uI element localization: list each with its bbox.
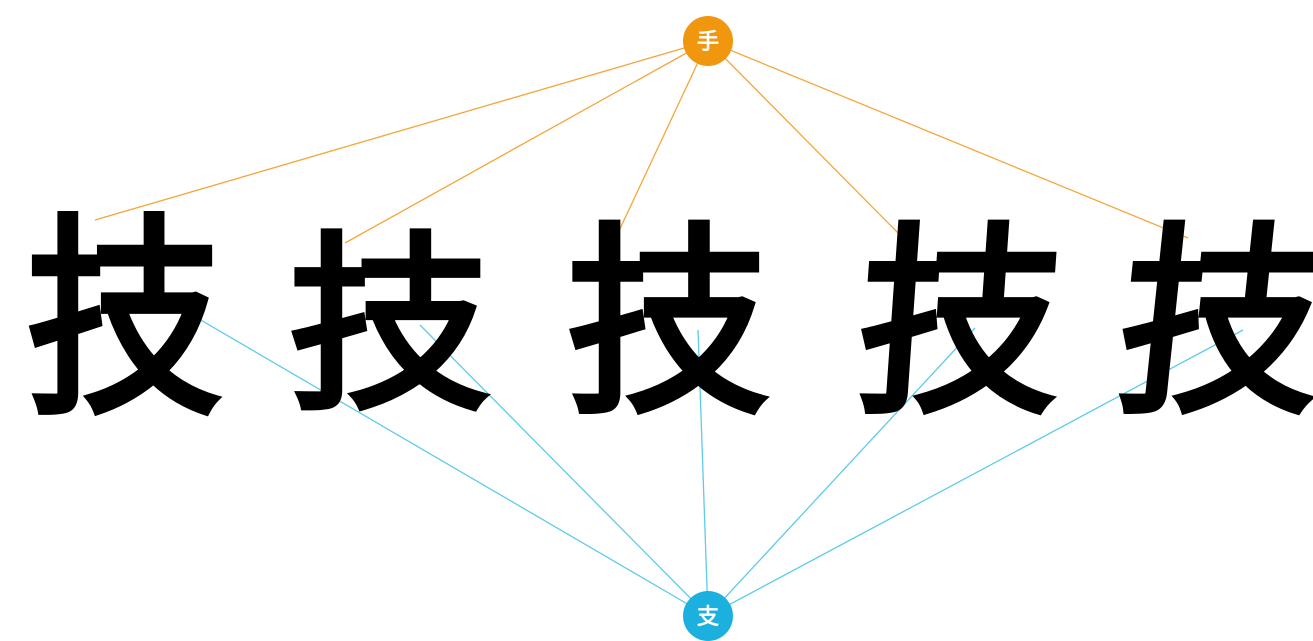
connector-top-3 xyxy=(617,40,709,234)
radical-hand-node[interactable]: 手 xyxy=(683,16,733,66)
radical-hand-label: 手 xyxy=(697,30,719,55)
component-branch-label: 支 xyxy=(697,605,720,630)
connector-bottom-3 xyxy=(697,329,709,617)
character-semi-cursive: 技 xyxy=(849,203,1071,444)
connector-bottom-1 xyxy=(174,304,709,617)
bottom-connector-lines xyxy=(174,304,1244,617)
component-branch-node[interactable]: 支 xyxy=(683,591,733,641)
connector-top-1 xyxy=(94,40,709,221)
connector-top-5 xyxy=(707,40,1189,239)
connector-top-4 xyxy=(707,40,904,239)
connector-bottom-2 xyxy=(419,324,709,617)
calligraphy-characters: 技 技 技 技 技 xyxy=(25,193,1313,446)
radical-hand-circle xyxy=(683,16,733,66)
connector-top-2 xyxy=(344,40,709,244)
character-cursive: 技 xyxy=(1107,204,1313,444)
connector-bottom-4 xyxy=(707,327,976,617)
character-regular: 技 xyxy=(566,204,771,444)
connector-bottom-5 xyxy=(707,329,1244,617)
top-connector-lines xyxy=(94,40,1189,244)
character-clerical: 技 xyxy=(288,212,492,438)
character-seal: 技 xyxy=(25,193,223,446)
component-branch-circle xyxy=(683,591,733,641)
